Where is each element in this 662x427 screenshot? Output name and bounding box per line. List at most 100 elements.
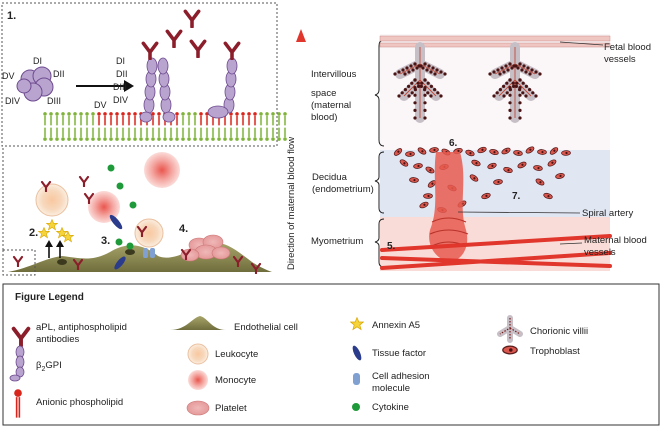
trophoblast-bead [401,68,405,72]
step-3-label: 3. [101,235,110,247]
trophoblast-bead [429,84,433,88]
anionic-phospholipid [198,112,204,126]
inset-box [2,249,36,276]
trophoblast-bead [508,101,512,105]
callout-maternal [559,242,583,245]
legend-monocyte: Monocyte [215,375,256,386]
trophoblast-bead [415,66,419,70]
neutral-phospholipid [186,112,192,126]
cytokine-dot [126,242,134,250]
cam-icon [353,373,360,385]
trophoblast-bead [502,84,506,88]
legend-title: Figure Legend [15,292,84,303]
trophoblast-cell [536,148,548,156]
antibody-icon [165,29,183,48]
tissue-factor [109,214,123,230]
neutral-phospholipid [216,127,222,141]
panel-2: 2. 3. 4. [2,146,272,276]
trophoblast-bead [417,84,421,88]
neutral-phospholipid [264,112,270,126]
trophoblast-bead [429,94,433,98]
trophoblast-bead [531,91,535,95]
neutral-phospholipid [96,127,102,141]
trophoblast-bead [492,70,496,74]
trophoblast-bead [421,66,425,70]
tissue-factor-icon [352,345,362,361]
trophoblast-bead [518,116,522,120]
neutral-phospholipid [60,112,66,126]
trophoblast-bead [417,64,421,68]
annexin-star-icon [38,227,50,239]
legend-tissue-factor: Tissue factor [372,348,426,359]
neutral-phospholipid [222,127,228,141]
monocyte [144,152,180,188]
trophoblast-bead [443,72,447,76]
leukocyte [134,218,164,248]
trophoblast-bead [498,88,502,92]
trophoblast-bead [518,93,522,97]
cam-molecule [143,248,148,258]
trophoblast-bead [407,70,411,74]
step-1-label: 1. [7,10,16,22]
neutral-phospholipid [108,127,114,141]
neutral-phospholipid [42,112,48,126]
platelet-icon [186,400,210,416]
trophoblast-cell [422,193,434,199]
anionic-phospholipid [96,112,102,126]
trophoblast-bead [400,91,404,95]
trophoblast-bead [518,78,522,82]
trophoblast-bead [508,78,512,82]
brace-myometrium [374,218,385,268]
antibody-icon [78,175,90,187]
leukocyte [35,183,69,217]
anionic-phospholipid [246,112,252,126]
maternal-vessels-label: Maternal blood vessels [584,235,650,258]
trophoblast-bead [515,81,519,85]
chain-label-2: DII [116,69,128,79]
trophoblast-bead [524,70,528,74]
step-5-label: 5. [387,241,396,252]
trophoblast-bead [524,84,529,88]
legend-endothelial: Endothelial cell [234,322,298,333]
trophoblast-bead [429,70,433,74]
neutral-phospholipid [246,127,252,141]
neutral-phospholipid [174,127,180,141]
trophoblast-bead [413,108,417,112]
neutral-phospholipid [258,127,264,141]
cam-molecule [150,248,155,258]
trophoblast-bead [508,86,512,90]
legend-leukocyte: Leukocyte [215,349,258,360]
maternal-vessels [380,234,612,270]
trophoblast-bead [403,72,407,76]
legend-cam: Cell adhesion molecule [372,371,432,394]
neutral-phospholipid [84,127,90,141]
trophoblast-bead [413,101,417,105]
chain-label-5: DV [94,100,107,110]
trophoblast-bead [439,94,443,98]
anionic-phospholipid [120,112,126,126]
anionic-phospholipid [174,112,180,126]
step-6-label: 6. [449,138,458,149]
neutral-phospholipid [270,112,276,126]
neutral-phospholipid [162,127,168,141]
neutral-phospholipid [126,127,132,141]
trophoblast-bead [522,64,526,68]
trophoblast-bead [431,66,435,70]
trophoblast-cell [560,149,572,157]
cytokine-dot [115,238,123,246]
neutral-phospholipid [72,127,78,141]
chain-label-3: DIII [113,82,127,92]
trophoblast-bead [518,108,522,112]
brace-intervillous [374,39,385,147]
trophoblast-bead [505,81,509,85]
antibody-icon [12,255,24,267]
step-2-label: 2. [29,227,38,239]
trophoblast-bead [416,81,420,85]
b2gpi-chain-1 [139,57,158,123]
trophoblast-bead [403,88,407,92]
endothelial-cell-icon [170,316,226,330]
trophoblast-bead [502,94,506,98]
anionic-phospholipid [132,112,138,126]
domain-label-1: DI [33,56,42,66]
trophoblast-bead [524,94,528,98]
